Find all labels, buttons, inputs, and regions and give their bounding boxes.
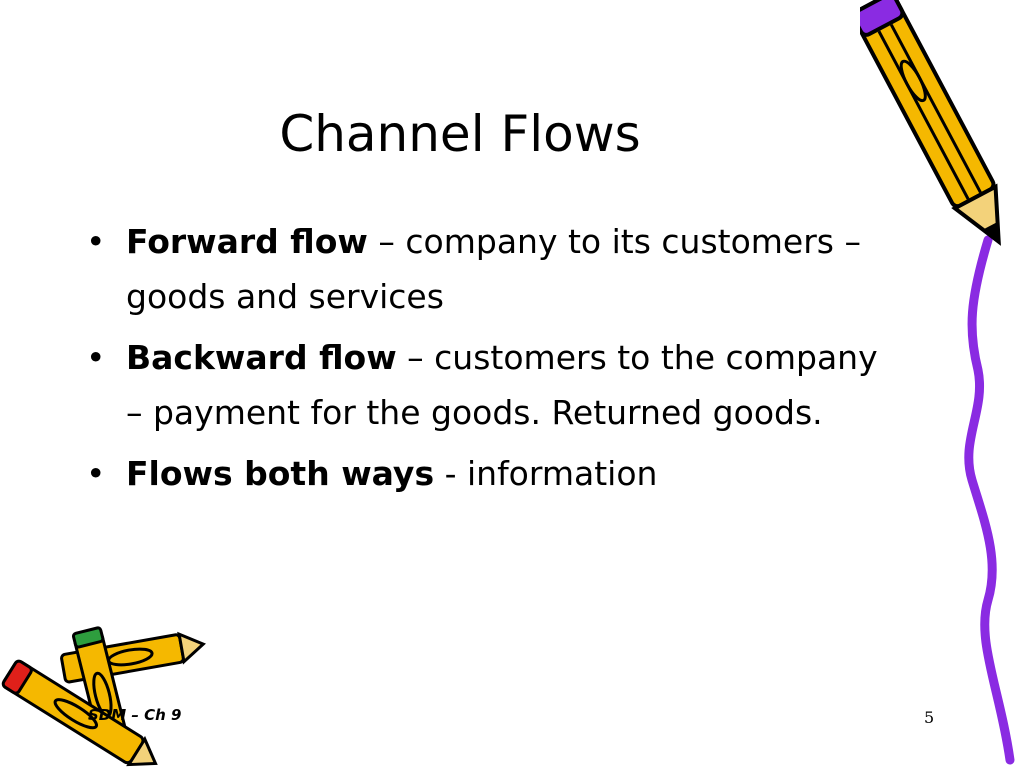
bullet-dot: •	[86, 222, 106, 261]
bullet-item: • Forward flow – company to its customer…	[86, 214, 886, 324]
bullet-dot: •	[86, 338, 106, 377]
pencils-icon	[1, 626, 206, 767]
page-number: 5	[924, 708, 935, 727]
bullet-item: • Flows both ways - information	[86, 446, 886, 501]
bullet-text: – customers to the company – payment for…	[126, 338, 878, 432]
bullet-dot: •	[86, 454, 106, 493]
footer-text: SDM – Ch 9	[88, 706, 182, 724]
slide-title: Channel Flows	[279, 104, 641, 163]
pencil-icon	[860, 0, 1015, 765]
bullet-bold-term: Forward flow	[126, 222, 368, 261]
bullet-bold-term: Flows both ways	[126, 454, 435, 493]
bullet-text: - information	[434, 454, 658, 493]
bullet-list: • Forward flow – company to its customer…	[86, 214, 886, 507]
bullet-text: – company to its customers – goods and s…	[126, 222, 861, 316]
bullet-item: • Backward flow – customers to the compa…	[86, 330, 886, 440]
bullet-bold-term: Backward flow	[126, 338, 397, 377]
